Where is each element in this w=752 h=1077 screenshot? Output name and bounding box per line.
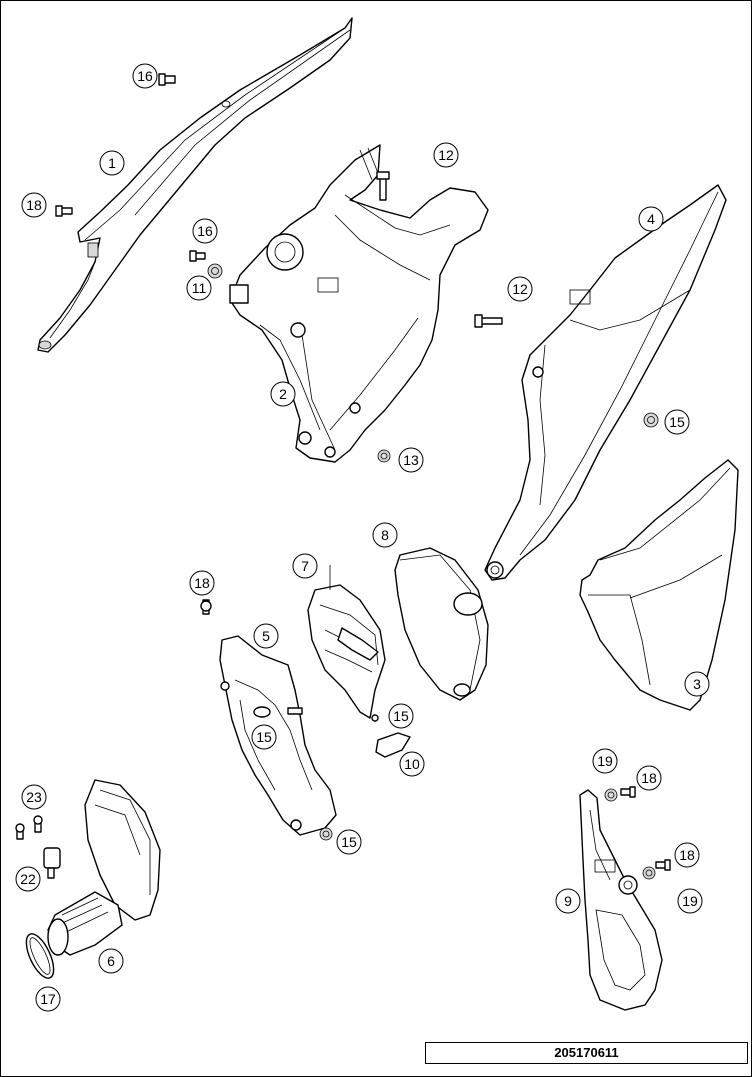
callout-label: 18: [194, 575, 210, 591]
callout-label: 22: [20, 871, 36, 887]
part-12-bolt-lower: [474, 314, 503, 328]
part-18-screw-right-upper: [620, 786, 636, 798]
callout-18-left: 18: [21, 192, 47, 218]
drawing-number-box: 205170611: [425, 1042, 748, 1064]
callout-15-lower: 15: [336, 829, 362, 855]
part-16-screw-mid: [189, 250, 206, 262]
callout-label: 15: [341, 834, 357, 850]
part-8-filter-cover: [394, 547, 489, 701]
callout-18-right-lower: 18: [674, 842, 700, 868]
callout-label: 11: [192, 280, 207, 296]
callout-7: 7: [292, 553, 318, 579]
callout-11: 11: [186, 275, 212, 301]
callout-16-top: 16: [132, 63, 158, 89]
callout-13: 13: [398, 447, 424, 473]
callout-19-upper: 19: [592, 748, 618, 774]
part-23-screws: [15, 815, 43, 840]
callout-19-lower: 19: [677, 888, 703, 914]
callout-label: 5: [262, 628, 270, 644]
callout-label: 16: [137, 68, 153, 84]
part-18-screw-middle: [200, 599, 212, 615]
callout-label: 15: [393, 708, 409, 724]
callout-label: 1: [108, 155, 116, 171]
callout-18-right-upper: 18: [636, 765, 662, 791]
callout-15-housing: 15: [251, 724, 277, 750]
callout-10: 10: [399, 751, 425, 777]
part-15-grommet-right: [643, 412, 659, 428]
callout-6: 6: [98, 948, 124, 974]
callout-label: 23: [26, 789, 42, 805]
callout-label: 12: [438, 147, 454, 163]
part-5-filter-housing: [219, 635, 337, 836]
part-3-rear-panel: [579, 459, 739, 711]
callout-9: 9: [555, 888, 581, 914]
part-10-clip: [375, 732, 411, 758]
callout-label: 18: [679, 847, 695, 863]
callout-17: 17: [35, 986, 61, 1012]
callout-12-upper: 12: [433, 142, 459, 168]
callout-label: 16: [197, 223, 213, 239]
callout-label: 19: [597, 753, 613, 769]
callout-label: 10: [404, 756, 420, 772]
callout-label: 6: [107, 953, 115, 969]
callout-label: 12: [512, 281, 528, 297]
callout-12-lower: 12: [507, 276, 533, 302]
part-22-fitting: [43, 847, 61, 879]
part-13-screw: [377, 449, 391, 463]
part-4-side-cover: [484, 184, 727, 581]
callout-label: 9: [564, 893, 572, 909]
part-18-screw-right-lower: [655, 859, 671, 871]
callout-3: 3: [684, 671, 710, 697]
part-12-bolt-upper: [376, 171, 390, 201]
callout-label: 2: [279, 386, 287, 402]
part-15-grommet-lower: [319, 827, 333, 841]
callout-18-middle: 18: [189, 570, 215, 596]
callout-label: 4: [647, 211, 655, 227]
part-1-side-trim: [37, 17, 353, 353]
part-9-side-plate: [579, 789, 663, 1011]
callout-23: 23: [21, 784, 47, 810]
callout-16-mid: 16: [192, 218, 218, 244]
part-18-screw-left: [55, 205, 73, 217]
callout-label: 15: [256, 729, 272, 745]
callout-label: 17: [40, 991, 56, 1007]
callout-22: 22: [15, 866, 41, 892]
callout-label: 3: [693, 676, 701, 692]
callout-label: 18: [26, 197, 42, 213]
part-19-grommet-lower: [642, 866, 656, 880]
callout-label: 7: [301, 558, 309, 574]
callout-1: 1: [99, 150, 125, 176]
callout-label: 19: [682, 893, 698, 909]
part-2-airbox-housing: [229, 144, 489, 463]
part-16-screw-top: [158, 73, 176, 86]
callout-15-right: 15: [664, 409, 690, 435]
part-17-clamp: [25, 933, 55, 979]
part-11-grommet: [207, 263, 223, 279]
callout-8: 8: [372, 522, 398, 548]
part-7-filter-cage: [307, 565, 386, 722]
callout-label: 13: [403, 452, 419, 468]
callout-5: 5: [253, 623, 279, 649]
callout-label: 8: [381, 527, 389, 543]
callout-4: 4: [638, 206, 664, 232]
callout-label: 18: [641, 770, 657, 786]
part-19-grommet-upper: [604, 788, 618, 802]
callout-label: 15: [669, 414, 685, 430]
callout-15-filter: 15: [388, 703, 414, 729]
part-6-intake-boot: [47, 779, 161, 956]
callout-2: 2: [270, 381, 296, 407]
